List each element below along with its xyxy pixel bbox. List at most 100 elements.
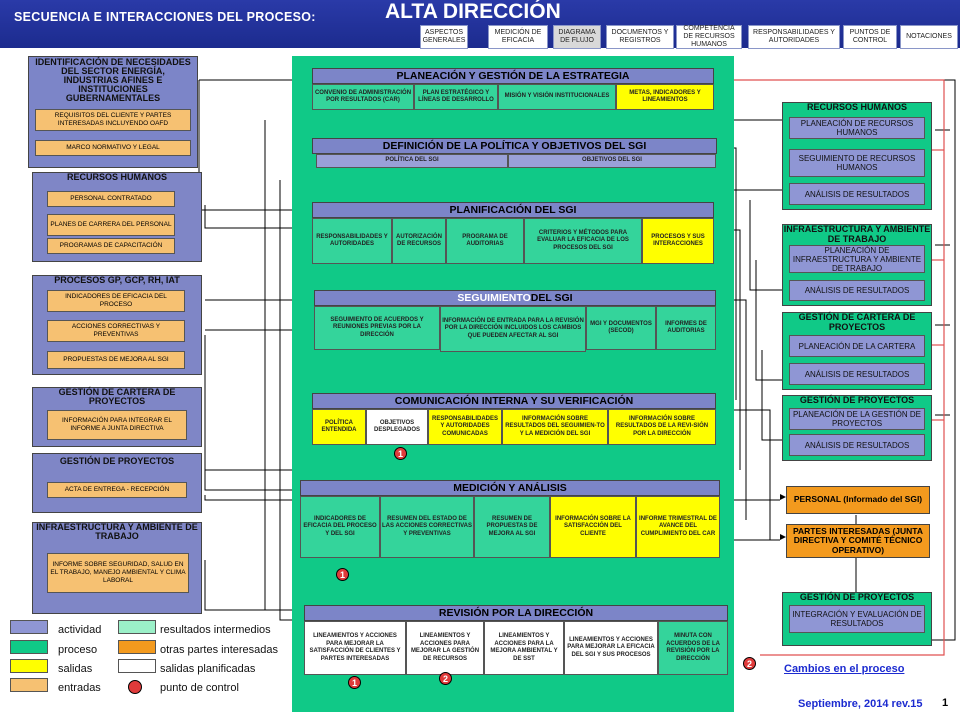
panel-gp-right-title: GESTIÓN DE PROYECTOS	[799, 395, 915, 405]
result-informes-auditorias: INFORMES DE AUDITORIAS	[656, 306, 716, 350]
output-satisfaccion-cliente: INFORMACIÓN SOBRE LA SATISFACCIÓN DEL CL…	[550, 496, 636, 558]
result-responsabilidades: RESPONSABILIDADES Y AUTORIDADES	[312, 218, 392, 264]
input-informe-seguridad: INFORME SOBRE SEGURIDAD, SALUD EN EL TRA…	[47, 553, 189, 593]
activity-seguimiento-title: SEGUIMIENTO DEL SGI	[314, 290, 716, 306]
panel-cartera-left: GESTIÓN DE CARTERA DE PROYECTOS INFORMAC…	[32, 387, 202, 447]
output-lineamientos-recursos: LINEAMIENTOS Y ACCIONES PARA MEJORAR LA …	[406, 621, 484, 675]
tab-documentos[interactable]: DOCUMENTOS Y REGISTROS	[606, 25, 674, 49]
legend-swatch-punto	[128, 680, 142, 694]
result-informacion-entrada: INFORMACIÓN DE ENTRADA PARA LA REVISIÓN …	[440, 306, 586, 352]
activity-comunicacion-title: COMUNICACIÓN INTERNA Y SU VERIFICACIÓN	[312, 393, 716, 409]
legend-proceso: proceso	[58, 644, 98, 656]
panel-rh-right-title: RECURSOS HUMANOS	[806, 102, 907, 112]
legend-planificadas: salidas planificadas	[160, 663, 256, 675]
process-integracion-evaluacion: INTEGRACIÓN Y EVALUACIÓN DE RESULTADOS	[789, 605, 925, 633]
tab-competencia[interactable]: COMPETENCIA DE RECURSOS HUMANOS	[676, 25, 742, 49]
result-seguimiento-acuerdos: SEGUIMIENTO DE ACUERDOS Y REUNIONES PREV…	[314, 306, 440, 350]
panel-gp-final-title: GESTIÓN DE PROYECTOS	[799, 592, 915, 602]
del-sgi-word: DEL SGI	[530, 292, 573, 304]
result-minuta-acuerdos: MINUTA CON ACUERDOS DE LA REVISIÓN POR L…	[658, 621, 728, 675]
input-programas-capacitacion: PROGRAMAS DE CAPACITACIÓN	[47, 238, 175, 254]
legend-swatch-salidas	[10, 659, 48, 673]
input-personal-contratado: PERSONAL CONTRATADO	[47, 191, 175, 207]
control-point: 1	[394, 447, 407, 460]
input-acta-entrega: ACTA DE ENTREGA - RECEPCIÓN	[47, 482, 187, 498]
result-resumen-acciones: RESUMEN DEL ESTADO DE LAS ACCIONES CORRE…	[380, 496, 474, 558]
seguimiento-word: SEGUIMIENTO	[457, 292, 531, 304]
panel-procesos-gp: PROCESOS GP, GCP, RH, IAT INDICADORES DE…	[32, 275, 202, 375]
panel-gestion-proyectos-final: GESTIÓN DE PROYECTOS INTEGRACIÓN Y EVALU…	[782, 592, 932, 646]
legend-swatch-resultados	[118, 620, 156, 634]
output-informe-trimestral: INFORME TRIMESTRAL DE AVANCE DEL CUMPLIM…	[636, 496, 720, 558]
process-analisis-cartera: ANÁLISIS DE RESULTADOS	[789, 363, 925, 385]
activity-planeacion-title: PLANEACIÓN Y GESTIÓN DE LA ESTRATEGIA	[312, 68, 714, 84]
process-analisis-rh: ANÁLISIS DE RESULTADOS	[789, 183, 925, 205]
output-responsabilidades-comunicadas: RESPONSABILIDADES Y AUTORIDADES COMUNICA…	[428, 409, 502, 445]
result-programa-auditorias: PROGRAMA DE AUDITORIAS	[446, 218, 524, 264]
panel-procesos-title: PROCESOS GP, GCP, RH, IAT	[54, 275, 180, 285]
header-bar: SECUENCIA E INTERACCIONES DEL PROCESO: A…	[0, 0, 960, 49]
stakeholder-personal: PERSONAL (Informado del SGI)	[786, 486, 930, 514]
input-marco-normativo: MARCO NORMATIVO Y LEGAL	[35, 140, 191, 156]
output-metas-indicadores: METAS, INDICADORES Y LINEAMIENTOS	[616, 84, 714, 110]
input-propuestas-mejora: PROPUESTAS DE MEJORA AL SGI	[47, 351, 185, 369]
cambios-link[interactable]: Cambios en el proceso	[784, 663, 905, 675]
legend-swatch-actividad	[10, 620, 48, 634]
panel-infraestructura-left: INFRAESTRUCTURA Y AMBIENTE DE TRABAJO IN…	[32, 522, 202, 614]
footer-date: Septiembre, 2014 rev.15	[798, 698, 923, 710]
panel-gestion-proyectos-left: GESTIÓN DE PROYECTOS ACTA DE ENTREGA - R…	[32, 453, 202, 513]
process-planeacion-gp: PLANEACIÓN DE LA GESTIÓN DE PROYECTOS	[789, 408, 925, 430]
process-planeacion-rh: PLANEACIÓN DE RECURSOS HUMANOS	[789, 117, 925, 139]
result-criterios-metodos: CRITERIOS Y MÉTODOS PARA EVALUAR LA EFIC…	[524, 218, 642, 264]
control-point: 2	[439, 672, 452, 685]
process-seguimiento-rh: SEGUIMIENTO DE RECURSOS HUMANOS	[789, 149, 925, 177]
activity-medicion-title: MEDICIÓN Y ANÁLISIS	[300, 480, 720, 496]
control-point: 2	[743, 657, 756, 670]
input-planes-carrera: PLANES DE CARRERA DEL PERSONAL	[47, 214, 175, 236]
tab-diagrama[interactable]: DIAGRAMA DE FLUJO	[553, 25, 601, 49]
output-lineamientos-ambiental: LINEAMIENTOS Y ACCIONES PARA LA MEJORA A…	[484, 621, 564, 675]
panel-gp-title: GESTIÓN DE PROYECTOS	[59, 456, 175, 466]
process-planeacion-infra: PLANEACIÓN DE INFRAESTRUCTURA Y AMBIENTE…	[789, 245, 925, 273]
output-lineamientos-satisfaccion: LINEAMIENTOS Y ACCIONES PARA MEJORAR LA …	[304, 621, 406, 675]
input-indicadores: INDICADORES DE EFICACIA DEL PROCESO	[47, 290, 185, 312]
panel-infra-right-title: INFRAESTRUCTURA Y AMBIENTE DE TRABAJO	[783, 224, 931, 244]
activity-politica-title: DEFINICIÓN DE LA POLÍTICA Y OBJETIVOS DE…	[312, 138, 717, 154]
output-politica-sgi: POLÍTICA DEL SGI	[316, 154, 508, 168]
legend-actividad: actividad	[58, 624, 102, 636]
output-lineamientos-eficacia: LINEAMIENTOS Y ACCIONES PARA MEJORAR LA …	[564, 621, 658, 675]
panel-recursos-humanos-left: RECURSOS HUMANOS PERSONAL CONTRATADO PLA…	[32, 172, 202, 262]
tab-notaciones[interactable]: NOTACIONES	[900, 25, 958, 49]
input-acciones-correctivas: ACCIONES CORRECTIVAS Y PREVENTIVAS	[47, 320, 185, 342]
tab-responsabilidades[interactable]: RESPONSABILIDADES Y AUTORIDADES	[748, 25, 840, 49]
result-convenio-car: CONVENIO DE ADMINISTRACIÓN POR RESULTADO…	[312, 84, 414, 110]
legend-swatch-entradas	[10, 678, 48, 692]
output-info-revision: INFORMACIÓN SOBRE RESULTADOS DE LA REVI-…	[608, 409, 716, 445]
tab-medicion[interactable]: MEDICIÓN DE EFICACIA	[488, 25, 548, 49]
input-informacion-junta: INFORMACIÓN PARA INTEGRAR EL INFORME A J…	[47, 410, 187, 440]
legend-swatch-otras	[118, 640, 156, 654]
control-point: 1	[348, 676, 361, 689]
input-requisitos: REQUISITOS DEL CLIENTE Y PARTES INTERESA…	[35, 109, 191, 131]
stakeholder-partes-interesadas: PARTES INTERESADAS (JUNTA DIRECTIVA Y CO…	[786, 524, 930, 558]
process-planeacion-cartera: PLANEACIÓN DE LA CARTERA	[789, 335, 925, 357]
control-point: 1	[336, 568, 349, 581]
panel-recursos-humanos-right: RECURSOS HUMANOS PLANEACIÓN DE RECURSOS …	[782, 102, 932, 210]
panel-identificacion-title: IDENTIFICACIÓN DE NECESIDADES DEL SECTOR…	[35, 57, 191, 103]
panel-identificacion: IDENTIFICACIÓN DE NECESIDADES DEL SECTOR…	[28, 56, 198, 168]
panel-cartera-right-title: GESTIÓN DE CARTERA DE PROYECTOS	[798, 312, 916, 332]
tab-aspectos[interactable]: ASPECTOS GENERALES	[420, 25, 468, 49]
legend-salidas: salidas	[58, 663, 93, 675]
panel-gestion-proyectos-right: GESTIÓN DE PROYECTOS PLANEACIÓN DE LA GE…	[782, 395, 932, 461]
panel-infra-title: INFRAESTRUCTURA Y AMBIENTE DE TRABAJO	[36, 522, 198, 541]
activity-revision-title: REVISIÓN POR LA DIRECCIÓN	[304, 605, 728, 621]
output-objetivos-sgi: OBJETIVOS DEL SGI	[508, 154, 716, 168]
process-analisis-infra: ANÁLISIS DE RESULTADOS	[789, 280, 925, 301]
legend-otras: otras partes interesadas	[160, 644, 279, 656]
legend-entradas: entradas	[58, 682, 101, 694]
result-plan-estrategico: PLAN ESTRATÉGICO Y LÍNEAS DE DESARROLLO	[414, 84, 498, 110]
page-title: SECUENCIA E INTERACCIONES DEL PROCESO:	[14, 10, 316, 24]
legend-swatch-proceso	[10, 640, 48, 654]
tab-puntos[interactable]: PUNTOS DE CONTROL	[843, 25, 897, 49]
legend-swatch-planificadas	[118, 659, 156, 673]
